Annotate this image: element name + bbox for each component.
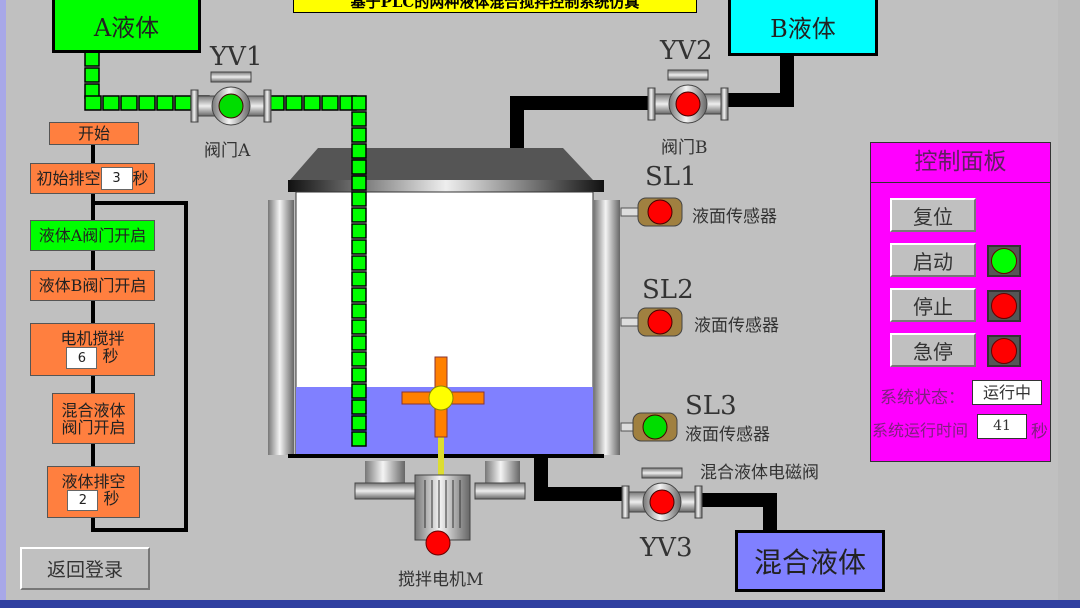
pipe-a-segment bbox=[351, 223, 367, 239]
valve-yv1[interactable] bbox=[190, 71, 272, 126]
reset-button[interactable]: 复位 bbox=[890, 198, 976, 232]
pipe-a-segment bbox=[351, 127, 367, 143]
pipe-a-segment bbox=[351, 271, 367, 287]
runtime-label: 系统运行时间 bbox=[872, 421, 969, 440]
stop-button[interactable]: 停止 bbox=[890, 288, 976, 322]
estop-button[interactable]: 急停 bbox=[890, 333, 976, 367]
level-sensor-sl3 bbox=[620, 412, 678, 442]
start-lamp bbox=[987, 245, 1021, 277]
valve-yv3[interactable] bbox=[621, 467, 703, 522]
start-button[interactable]: 启动 bbox=[890, 243, 976, 277]
pipe-a-segment bbox=[351, 95, 367, 111]
valve-yv2[interactable] bbox=[647, 69, 729, 124]
tank-mix: 混合液体 bbox=[735, 530, 885, 592]
sl1-tag: SL1 bbox=[645, 162, 697, 192]
yv3-name: 混合液体电磁阀 bbox=[700, 463, 819, 483]
title-banner: 基于PLC的两种液体混合搅拌控制系统仿真 bbox=[293, 0, 697, 13]
back-to-login-button[interactable]: 返回登录 bbox=[20, 547, 150, 590]
valve-yv2-indicator bbox=[675, 91, 701, 117]
pipe-a-segment bbox=[351, 111, 367, 127]
yv3-tag: YV3 bbox=[640, 533, 693, 563]
step-valve-a: 液体A阀门开启 bbox=[30, 220, 155, 251]
motor-label: 搅拌电机M bbox=[398, 570, 484, 590]
pipe-a-segment bbox=[351, 367, 367, 383]
pipe-a-segment bbox=[351, 159, 367, 175]
tank-b-label: B液体 bbox=[770, 15, 836, 43]
pipe-a-segment bbox=[351, 287, 367, 303]
pipe-a-segment bbox=[351, 383, 367, 399]
level-sensor-sl2 bbox=[620, 307, 683, 337]
valve-yv3-indicator bbox=[649, 489, 675, 515]
pipe-a-segment bbox=[321, 95, 339, 111]
pipe-a-segment bbox=[174, 95, 192, 111]
pipe-a-segment bbox=[102, 95, 120, 111]
runtime-value: 41 bbox=[977, 414, 1027, 439]
panel-title: 控制面板 bbox=[870, 142, 1051, 183]
pipe-a-segment bbox=[303, 95, 321, 111]
step-mix-valve: 混合液体阀门开启 bbox=[52, 393, 135, 444]
pipe-a-segment bbox=[351, 255, 367, 271]
pipe-a-segment bbox=[351, 319, 367, 335]
step-valve-b: 液体B阀门开启 bbox=[30, 270, 155, 301]
sl2-name: 液面传感器 bbox=[694, 316, 779, 336]
mix-seconds[interactable]: 6 bbox=[66, 347, 98, 369]
level-sensor-sl1 bbox=[620, 197, 683, 227]
yv1-name: 阀门A bbox=[204, 141, 251, 161]
tank-a-label: A液体 bbox=[93, 13, 160, 42]
runtime-unit: 秒 bbox=[1031, 422, 1048, 442]
sl2-tag: SL2 bbox=[642, 275, 694, 305]
pipe-a-segment bbox=[351, 399, 367, 415]
sl1-name: 液面传感器 bbox=[692, 207, 777, 227]
pipe-a-segment bbox=[84, 51, 100, 67]
motor-indicator bbox=[425, 530, 451, 556]
pipe-a-segment bbox=[351, 415, 367, 431]
drain-seconds[interactable]: 2 bbox=[67, 490, 99, 511]
pipe-a-segment bbox=[351, 191, 367, 207]
pipe-a-segment bbox=[351, 175, 367, 191]
pipe-a-segment bbox=[351, 239, 367, 255]
stop-lamp bbox=[987, 290, 1021, 322]
tank-mix-label: 混合液体 bbox=[753, 546, 866, 579]
valve-yv1-indicator bbox=[218, 93, 244, 119]
pipe-a-segment bbox=[351, 431, 367, 447]
status-label: 系统状态： bbox=[880, 388, 965, 408]
estop-lamp bbox=[987, 335, 1021, 367]
pipe-a-segment bbox=[351, 207, 367, 223]
sl3-name: 液面传感器 bbox=[685, 425, 770, 445]
pipe-a-segment bbox=[84, 95, 102, 111]
pipe-a-segment bbox=[351, 351, 367, 367]
pipe-a-segment bbox=[351, 335, 367, 351]
pipe-a-segment bbox=[120, 95, 138, 111]
pipe-a-segment bbox=[285, 95, 303, 111]
step-start: 开始 bbox=[49, 122, 139, 145]
pipe-a-segment bbox=[84, 67, 100, 83]
pipe-a-segment bbox=[351, 303, 367, 319]
initial-drain-seconds[interactable]: 3 bbox=[100, 167, 133, 190]
tank-b: B液体 bbox=[728, 0, 878, 56]
pipe-a-segment bbox=[156, 95, 174, 111]
yv2-tag: YV2 bbox=[660, 36, 713, 66]
tank-a: A液体 bbox=[52, 0, 201, 53]
pipe-a-segment bbox=[138, 95, 156, 111]
yv1-tag: YV1 bbox=[210, 42, 263, 72]
pipe-a-segment bbox=[351, 143, 367, 159]
sl3-tag: SL3 bbox=[685, 391, 737, 421]
yv2-name: 阀门B bbox=[661, 138, 708, 158]
status-value: 运行中 bbox=[972, 380, 1042, 405]
